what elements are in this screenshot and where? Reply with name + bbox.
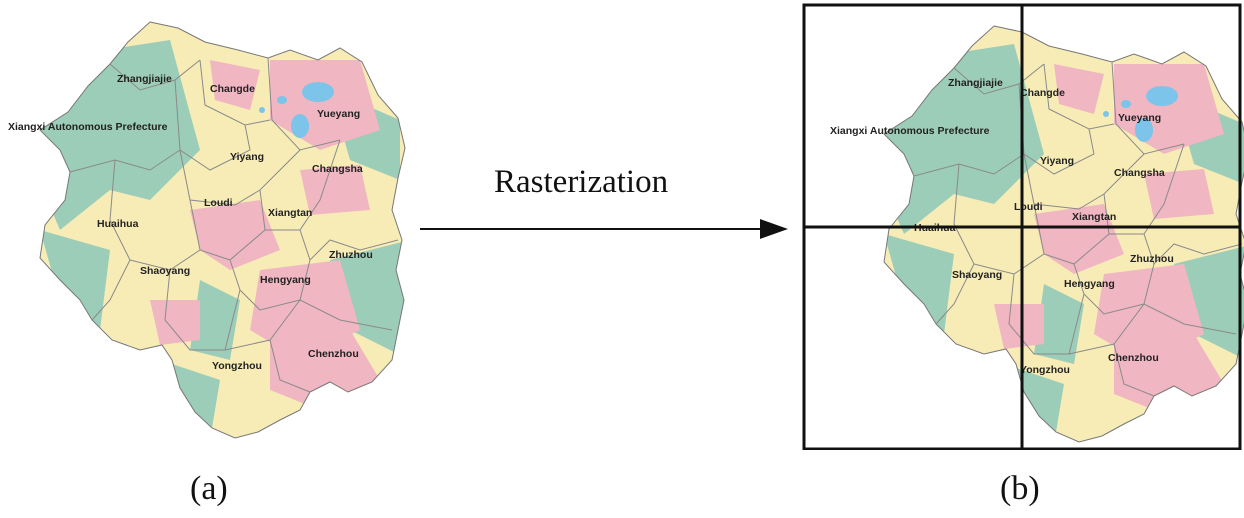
map-panel-a: Zhangjiajie Changde Yueyang Xiangxi Auto… bbox=[0, 0, 420, 450]
place-label: Changde bbox=[1020, 87, 1065, 99]
raster-grid bbox=[802, 3, 1242, 450]
place-label: Hengyang bbox=[260, 274, 311, 286]
district-borders bbox=[883, 25, 1244, 443]
place-labels: Zhangjiajie Changde Yueyang Xiangxi Auto… bbox=[8, 73, 373, 372]
place-label: Chenzhou bbox=[1108, 352, 1159, 364]
place-label: Loudi bbox=[204, 197, 233, 209]
caption-b: (b) bbox=[1000, 470, 1040, 507]
district-borders bbox=[39, 21, 406, 439]
place-label: Huaihua bbox=[97, 218, 139, 230]
place-label: Changde bbox=[210, 83, 255, 95]
place-label: Xiangxi Autonomous Prefecture bbox=[8, 121, 168, 133]
arrow-right-icon bbox=[420, 219, 788, 239]
place-label: Zhangjiajie bbox=[117, 73, 172, 85]
map-fill bbox=[40, 22, 405, 438]
place-label: Zhangjiajie bbox=[948, 77, 1003, 89]
arrow-head bbox=[760, 219, 788, 239]
place-labels: Zhangjiajie Changde Yueyang Xiangxi Auto… bbox=[830, 77, 1174, 376]
place-label: Changsha bbox=[312, 163, 363, 175]
hunan-map-rasterized: Zhangjiajie Changde Yueyang Xiangxi Auto… bbox=[802, 3, 1244, 450]
place-label: Yueyang bbox=[1118, 112, 1161, 124]
place-label: Shaoyang bbox=[952, 269, 1002, 281]
hunan-map-original: Zhangjiajie Changde Yueyang Xiangxi Auto… bbox=[8, 21, 406, 439]
place-label: Yiyang bbox=[1040, 155, 1074, 167]
place-label: Yueyang bbox=[317, 108, 360, 120]
map-panel-b: Zhangjiajie Changde Yueyang Xiangxi Auto… bbox=[800, 0, 1244, 450]
place-label: Xiangxi Autonomous Prefecture bbox=[830, 125, 990, 137]
place-label: Yiyang bbox=[230, 151, 264, 163]
place-label: Shaoyang bbox=[140, 265, 190, 277]
rasterization-label: Rasterization bbox=[494, 164, 669, 200]
place-label: Xiangtan bbox=[1072, 211, 1116, 223]
place-label: Changsha bbox=[1114, 167, 1165, 179]
place-label: Zhuzhou bbox=[329, 249, 373, 261]
place-label: Yongzhou bbox=[212, 360, 262, 372]
place-label: Zhuzhou bbox=[1130, 253, 1174, 265]
place-label: Loudi bbox=[1014, 201, 1043, 213]
place-label: Chenzhou bbox=[308, 348, 359, 360]
place-label: Yongzhou bbox=[1020, 364, 1070, 376]
caption-a: (a) bbox=[190, 470, 228, 507]
place-label: Xiangtan bbox=[268, 207, 312, 219]
place-label: Hengyang bbox=[1064, 278, 1115, 290]
